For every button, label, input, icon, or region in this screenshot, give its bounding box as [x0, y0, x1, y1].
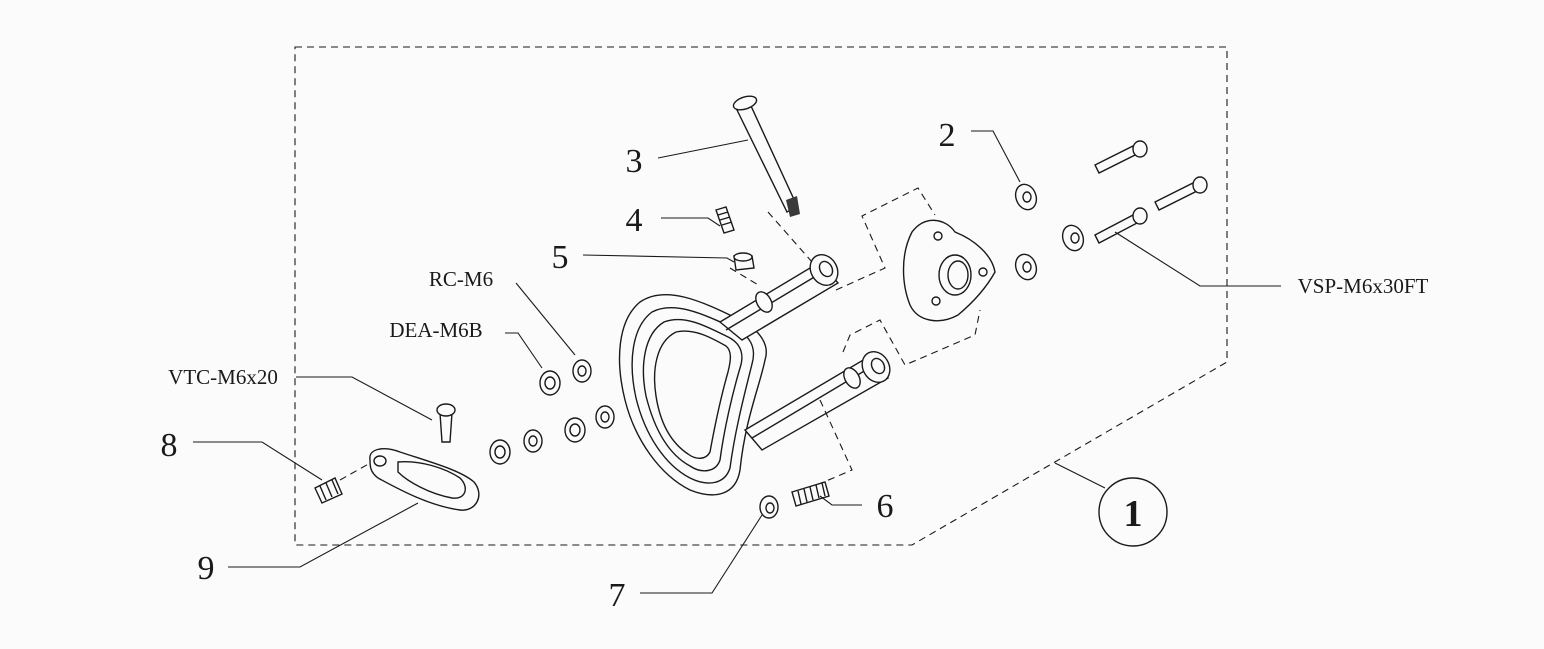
- assembly-boundary: [294, 46, 1228, 546]
- label-vtc-m6x20: VTC-M6x20: [168, 365, 278, 389]
- label-part-5: 5: [552, 239, 569, 276]
- label-rc-m6: RC-M6: [429, 267, 493, 291]
- assembly-callout-number: 1: [1124, 493, 1143, 535]
- label-part-2: 2: [939, 117, 956, 154]
- assembly-callout: 1: [1054, 462, 1168, 547]
- spring-nut: [759, 495, 779, 519]
- return-spring: [791, 481, 830, 507]
- nuts-and-washers: [489, 359, 615, 465]
- lever-frame: [618, 253, 891, 496]
- latch-plate: [369, 448, 480, 511]
- washers: [1014, 183, 1085, 281]
- latch-spring: [314, 477, 343, 504]
- set-screw: [715, 206, 735, 234]
- hardware-labels: RC-M6 DEA-M6B VTC-M6x20 VSP-M6x30FT: [168, 267, 1428, 389]
- label-part-6: 6: [877, 488, 894, 525]
- label-part-9: 9: [198, 550, 215, 587]
- vsp-bolts: [1094, 140, 1208, 244]
- pivot-bolt: [732, 95, 800, 217]
- label-part-4: 4: [626, 202, 643, 239]
- hinge-plate: [902, 219, 996, 322]
- part-labels: 2 3 4 5 6 7 8 9: [161, 117, 956, 614]
- label-part-7: 7: [609, 577, 626, 614]
- label-dea-m6b: DEA-M6B: [389, 318, 482, 342]
- leader-lines: [193, 130, 1281, 594]
- vtc-bolt: [436, 403, 456, 443]
- bushing: [733, 252, 755, 271]
- label-vsp-m6x30ft: VSP-M6x30FT: [1298, 274, 1429, 298]
- label-part-8: 8: [161, 427, 178, 464]
- label-part-3: 3: [626, 143, 643, 180]
